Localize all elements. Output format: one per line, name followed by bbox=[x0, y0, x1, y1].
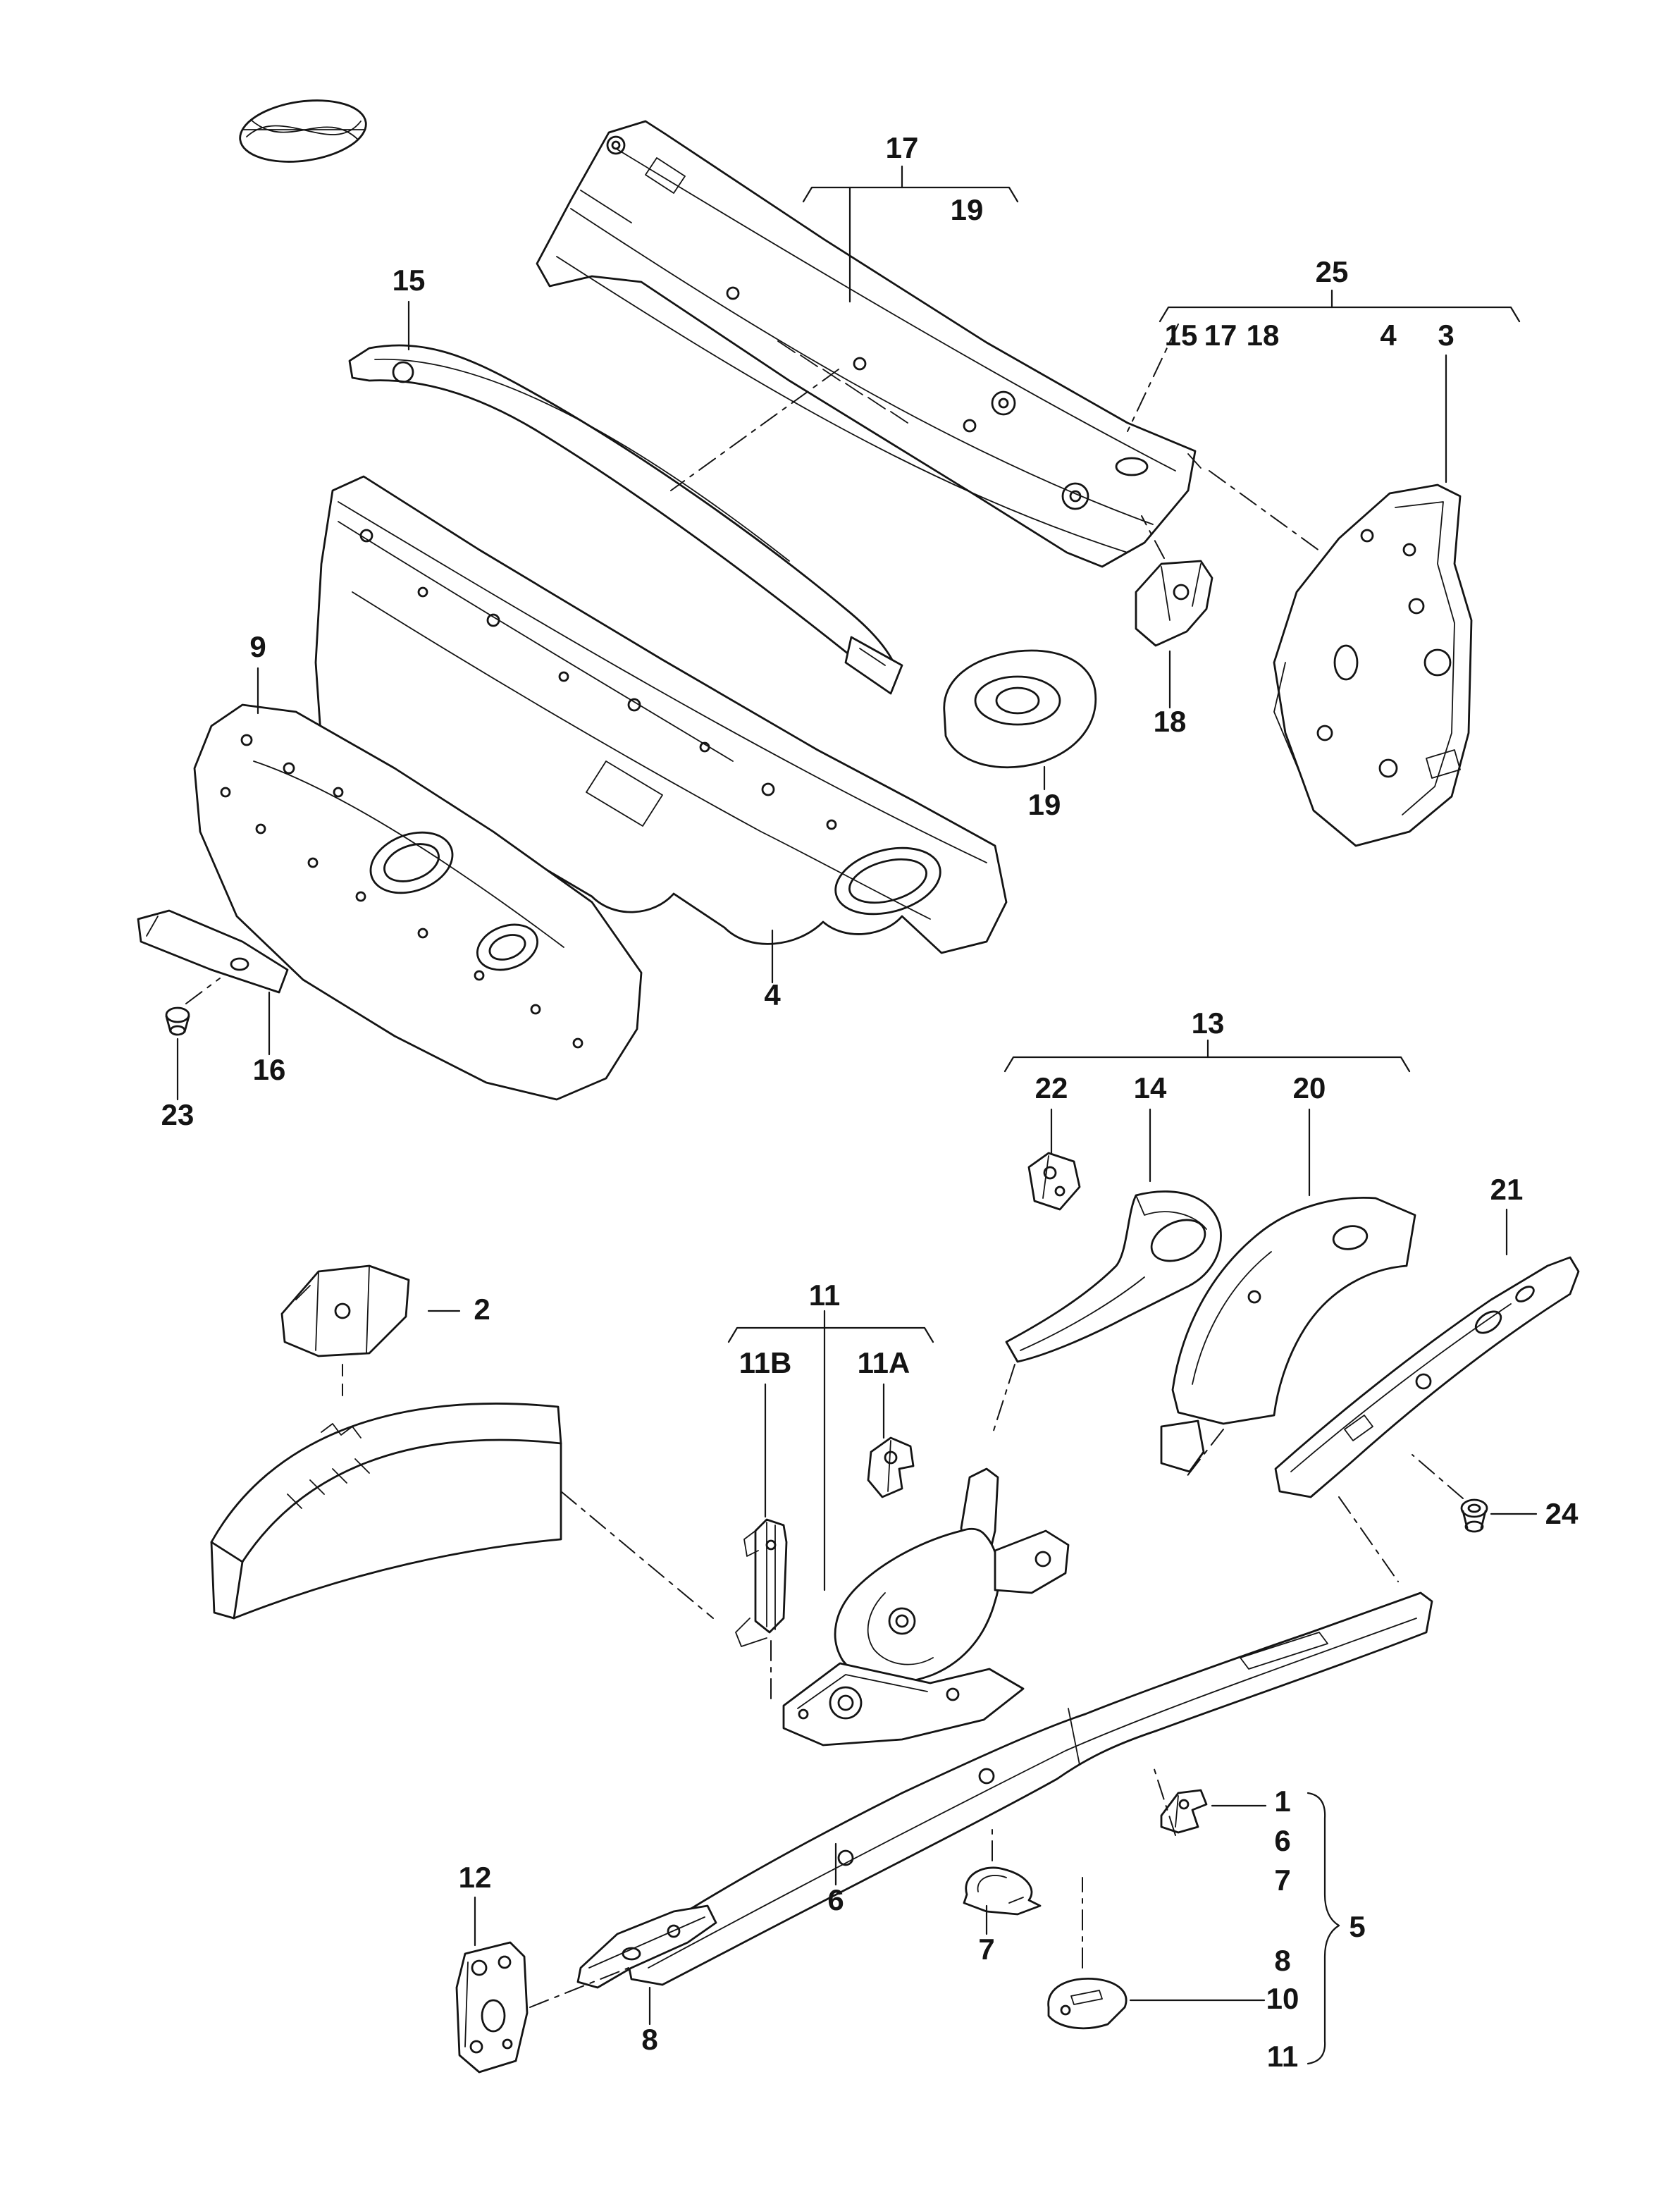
wheel-arch-panel bbox=[210, 1403, 562, 1620]
callout-group-25: 25 15 17 18 4 3 bbox=[1159, 255, 1521, 483]
callout-23: 23 bbox=[161, 1037, 194, 1131]
callout-25-item-17: 17 bbox=[1204, 319, 1237, 352]
callout-3: 3 bbox=[1438, 319, 1454, 352]
callout-group-17: 17 19 bbox=[802, 131, 1019, 303]
part-6-side-rail bbox=[624, 1591, 1433, 1986]
part-7-clamp bbox=[963, 1866, 1042, 1916]
callout-5-item-1: 1 bbox=[1274, 1785, 1290, 1818]
part-24-screw-icon bbox=[1460, 1498, 1488, 1533]
callout-4: 4 bbox=[764, 929, 781, 1011]
part-11a-bracket bbox=[867, 1436, 915, 1498]
callout-2: 2 bbox=[427, 1293, 490, 1326]
part-11-mount bbox=[782, 1467, 1070, 1747]
callout-12: 12 bbox=[459, 1861, 492, 1947]
part-9-insulation-panel bbox=[193, 703, 643, 1101]
svg-text:7: 7 bbox=[978, 1933, 994, 1966]
callout-19: 19 bbox=[1028, 765, 1061, 821]
svg-text:6: 6 bbox=[827, 1883, 844, 1916]
svg-text:18: 18 bbox=[1154, 705, 1187, 738]
part-16-bracket bbox=[137, 909, 289, 994]
part-19-cap bbox=[943, 649, 1097, 769]
svg-text:23: 23 bbox=[161, 1098, 194, 1131]
callout-11a: 11A bbox=[858, 1346, 910, 1379]
part-20-wheelhouse bbox=[1160, 1197, 1416, 1473]
callout-22: 22 bbox=[1035, 1071, 1068, 1104]
svg-text:9: 9 bbox=[249, 630, 266, 663]
callout-19-group: 19 bbox=[951, 193, 984, 226]
svg-text:12: 12 bbox=[459, 1861, 492, 1894]
callout-24: 24 bbox=[1490, 1497, 1579, 1530]
callout-9: 9 bbox=[249, 630, 266, 715]
callout-18: 18 bbox=[1154, 650, 1187, 738]
callout-11: 11 bbox=[809, 1279, 840, 1312]
part-23-screw-icon bbox=[165, 1006, 190, 1036]
part-21-side-member bbox=[1274, 1256, 1580, 1498]
callout-13: 13 bbox=[1192, 1006, 1225, 1040]
callout-6: 6 bbox=[827, 1842, 844, 1916]
callout-14: 14 bbox=[1134, 1071, 1167, 1104]
svg-text:4: 4 bbox=[764, 978, 781, 1011]
svg-text:21: 21 bbox=[1490, 1173, 1524, 1206]
callout-25: 25 bbox=[1316, 255, 1349, 288]
part-2-bracket bbox=[280, 1264, 410, 1357]
callout-group-5: 1 6 7 8 10 11 5 bbox=[1129, 1785, 1366, 2073]
assembly-centerlines bbox=[185, 324, 1464, 2008]
brand-logo-icon bbox=[239, 99, 367, 163]
svg-text:19: 19 bbox=[1028, 788, 1061, 821]
callout-5: 5 bbox=[1349, 1910, 1365, 1943]
callout-5-item-7: 7 bbox=[1274, 1864, 1290, 1897]
callout-25-item-4: 4 bbox=[1380, 319, 1397, 352]
part-11b-bracket bbox=[735, 1518, 788, 1647]
svg-text:8: 8 bbox=[641, 2023, 657, 2056]
callout-16: 16 bbox=[253, 991, 286, 1086]
callout-25-item-18: 18 bbox=[1247, 319, 1280, 352]
callout-20: 20 bbox=[1293, 1071, 1326, 1104]
callout-group-11: 11 11B 11A bbox=[727, 1279, 934, 1591]
svg-text:2: 2 bbox=[474, 1293, 490, 1326]
callout-21: 21 bbox=[1490, 1173, 1524, 1256]
part-15-water-deflector bbox=[348, 344, 903, 695]
svg-text:24: 24 bbox=[1545, 1497, 1579, 1530]
part-12-plate bbox=[455, 1941, 529, 2074]
svg-text:16: 16 bbox=[253, 1053, 286, 1086]
part-18-bracket bbox=[1135, 560, 1213, 647]
callout-5-item-6: 6 bbox=[1274, 1824, 1290, 1857]
part-8-bracket bbox=[576, 1904, 717, 1989]
part-10-bracket bbox=[1047, 1977, 1128, 2030]
svg-text:15: 15 bbox=[393, 264, 426, 297]
callout-5-item-10: 10 bbox=[1266, 1982, 1299, 2015]
callout-8: 8 bbox=[641, 1986, 658, 2056]
part-1-clip bbox=[1160, 1789, 1208, 1834]
callout-17: 17 bbox=[886, 131, 919, 164]
callout-11b: 11B bbox=[739, 1346, 792, 1379]
part-14-deflector bbox=[1005, 1190, 1222, 1363]
callout-15: 15 bbox=[393, 264, 426, 351]
part-3-a-pillar-panel bbox=[1273, 483, 1473, 847]
callout-7: 7 bbox=[978, 1904, 995, 1966]
callout-5-item-8: 8 bbox=[1274, 1944, 1290, 1977]
part-22-bracket bbox=[1027, 1152, 1081, 1211]
callout-25-item-15: 15 bbox=[1165, 319, 1198, 352]
callout-5-item-11: 11 bbox=[1267, 2040, 1298, 2073]
callout-group-13: 13 22 14 20 bbox=[1003, 1006, 1411, 1197]
